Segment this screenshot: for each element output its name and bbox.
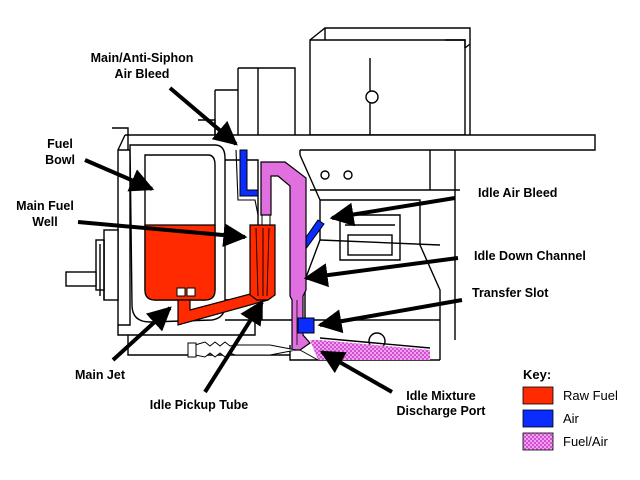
transfer-slot-air (297, 317, 315, 334)
label-transfer-slot: Transfer Slot (472, 286, 549, 300)
main-jet (176, 287, 186, 297)
key-legend: Key: Raw Fuel Air Fuel/Air (522, 367, 618, 451)
main-air-bleed-passage (239, 149, 259, 197)
key-item-raw-fuel: Raw Fuel (563, 388, 618, 403)
svg-text:Well: Well (32, 215, 57, 229)
svg-text:Main/Anti-Siphon: Main/Anti-Siphon (91, 51, 194, 65)
fuel-bowl-raw-fuel (144, 224, 216, 301)
label-idle-air-bleed: Idle Air Bleed (478, 186, 557, 200)
blue-swatch (522, 409, 554, 428)
label-main-jet: Main Jet (75, 368, 126, 382)
pointer-arrows (77, 86, 463, 394)
label-idle-down-channel: Idle Down Channel (474, 249, 586, 263)
label-fuel-bowl: Fuel Bowl (45, 137, 75, 167)
label-main-anti-siphon-air-bleed: Main/Anti-Siphon Air Bleed (91, 51, 194, 81)
main-fuel-well (249, 224, 276, 301)
label-idle-mixture-discharge-port: Idle Mixture Discharge Port (397, 389, 487, 418)
idle-mixture-screw (187, 341, 297, 358)
svg-text:Discharge Port: Discharge Port (397, 404, 487, 418)
svg-text:Fuel: Fuel (47, 137, 73, 151)
svg-text:Air Bleed: Air Bleed (115, 67, 170, 81)
red-swatch (522, 386, 554, 405)
label-main-fuel-well: Main Fuel Well (16, 199, 74, 229)
key-item-fuel-air: Fuel/Air (563, 434, 608, 449)
svg-text:Main Fuel: Main Fuel (16, 199, 74, 213)
svg-text:Idle Mixture: Idle Mixture (406, 389, 476, 403)
label-idle-pickup-tube: Idle Pickup Tube (150, 398, 248, 412)
svg-text:Bowl: Bowl (45, 153, 75, 167)
key-title: Key: (523, 367, 551, 382)
pink-swatch (522, 432, 554, 451)
key-item-air: Air (563, 411, 580, 426)
